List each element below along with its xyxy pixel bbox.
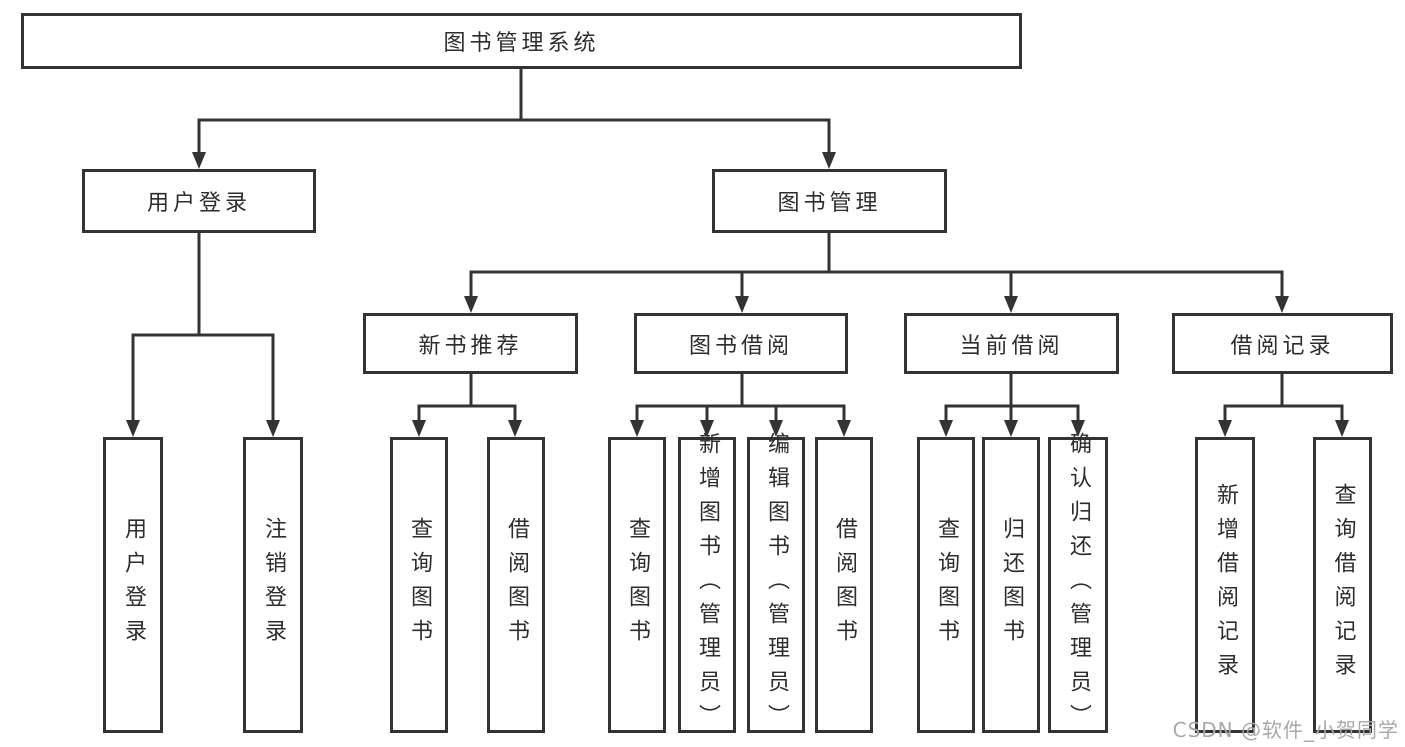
connector-current-borrow	[944, 372, 1080, 424]
node-book-borrow-label: 图书借阅	[688, 333, 793, 359]
leaf-add-borrow-record-label: 新增借阅记录	[1213, 483, 1238, 687]
leaf-query-books-recommend: 查询图书	[390, 437, 448, 733]
leaf-add-borrow-record: 新增借阅记录	[1195, 437, 1255, 733]
node-user-login-label: 用户登录	[146, 191, 251, 216]
node-current-borrow: 当前借阅	[904, 313, 1119, 374]
csdn-watermark: CSDN @软件_小贺同学	[1172, 718, 1399, 742]
connector-book-borrow	[635, 372, 846, 424]
leaf-query-borrow-record: 查询借阅记录	[1313, 437, 1372, 733]
leaf-query-books-borrow: 查询图书	[608, 437, 666, 733]
leaf-query-books-recommend-label: 查询图书	[407, 517, 432, 653]
connector-new-book-recommend	[417, 372, 517, 424]
leaf-edit-books-admin-label: 编辑图书（管理员）	[764, 432, 789, 738]
node-borrow-records-label: 借阅记录	[1230, 333, 1335, 359]
leaf-query-borrow-record-label: 查询借阅记录	[1330, 483, 1356, 687]
node-root-label: 图书管理系统	[443, 31, 600, 56]
node-book-management: 图书管理	[712, 169, 947, 233]
leaf-borrow-books: 借阅图书	[815, 437, 873, 733]
leaf-query-books-borrow-label: 查询图书	[625, 517, 650, 653]
leaf-query-books-current-label: 查询图书	[934, 517, 959, 653]
leaf-add-books-admin-label: 新增图书（管理员）	[695, 432, 720, 738]
leaf-edit-books-admin: 编辑图书（管理员）	[747, 432, 805, 738]
leaf-return-books: 归还图书	[982, 437, 1040, 733]
leaf-borrow-books-recommend-label: 借阅图书	[504, 517, 529, 653]
leaf-add-books-admin: 新增图书（管理员）	[678, 432, 736, 738]
leaf-return-books-label: 归还图书	[999, 517, 1024, 653]
connector-root	[197, 67, 831, 156]
arrowheads	[126, 152, 1349, 437]
connector-book-management	[469, 231, 1284, 300]
leaf-user-login: 用户登录	[103, 437, 163, 733]
leaf-borrow-books-label: 借阅图书	[832, 517, 857, 653]
node-book-management-label: 图书管理	[777, 191, 882, 216]
leaf-borrow-books-recommend: 借阅图书	[487, 437, 545, 733]
leaf-user-login-label: 用户登录	[121, 517, 146, 653]
connector-user-login	[131, 231, 275, 424]
node-book-borrow: 图书借阅	[634, 313, 848, 374]
node-new-book-recommend: 新书推荐	[363, 313, 578, 374]
node-new-book-recommend-label: 新书推荐	[418, 333, 523, 359]
node-root: 图书管理系统	[21, 13, 1022, 69]
node-current-borrow-label: 当前借阅	[959, 333, 1064, 359]
leaf-query-books-current: 查询图书	[917, 437, 975, 733]
node-borrow-records: 借阅记录	[1172, 313, 1393, 374]
connector-borrow-records	[1223, 372, 1344, 424]
leaf-confirm-return-admin-label: 确认归还（管理员）	[1066, 432, 1091, 738]
leaf-confirm-return-admin: 确认归还（管理员）	[1048, 432, 1108, 738]
node-user-login: 用户登录	[82, 169, 316, 233]
leaf-logout-label: 注销登录	[261, 517, 286, 653]
leaf-logout: 注销登录	[243, 437, 303, 733]
